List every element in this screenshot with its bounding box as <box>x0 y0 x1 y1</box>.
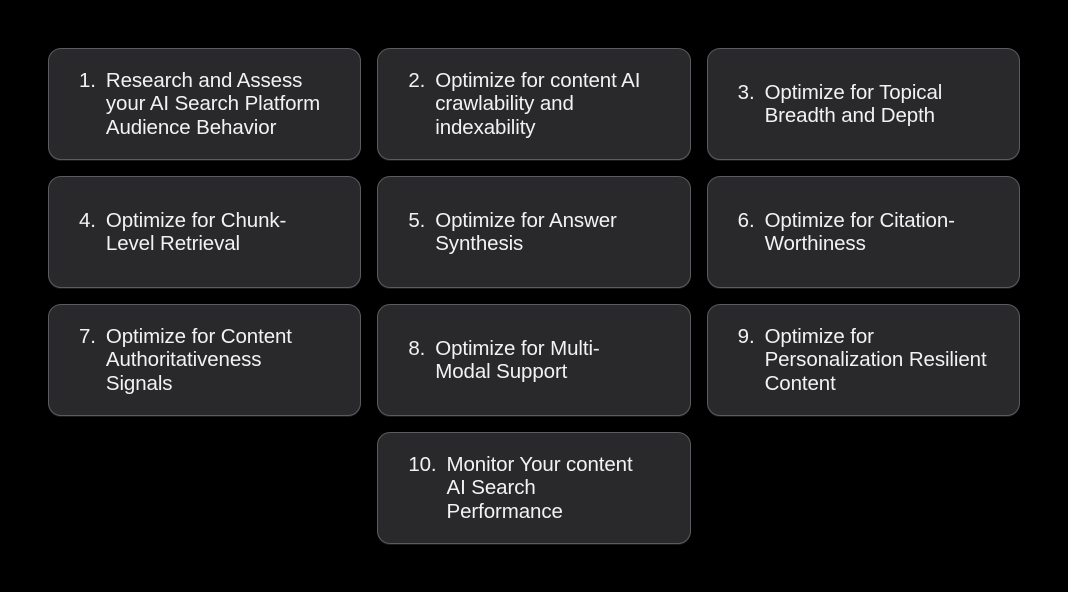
step-card-8: 8. Optimize for Multi- Modal Support <box>377 304 691 416</box>
step-label: Optimize for Answer Synthesis <box>435 208 617 256</box>
step-item: 5. Optimize for Answer Synthesis <box>408 208 617 256</box>
step-number: 3. <box>737 80 755 104</box>
step-label: Research and Assess your AI Search Platf… <box>105 68 321 139</box>
step-label: Optimize for content AI crawlability and… <box>435 68 641 139</box>
step-number: 1. <box>79 68 96 92</box>
step-card-4: 4. Optimize for Chunk- Level Retrieval <box>48 176 362 288</box>
step-item: 4. Optimize for Chunk- Level Retrieval <box>79 209 286 256</box>
step-card-5: 5. Optimize for Answer Synthesis <box>377 176 691 288</box>
step-number: 9. <box>737 324 755 348</box>
step-item: 3. Optimize for Topical Breadth and Dept… <box>738 81 943 128</box>
step-label: Optimize for Content Authoritativeness S… <box>105 324 292 395</box>
step-number: 6. <box>737 208 755 232</box>
step-number: 2. <box>408 68 426 92</box>
step-item: 10. Monitor Your content AI Search Perfo… <box>408 453 632 524</box>
step-item: 7. Optimize for Content Authoritativenes… <box>79 325 292 396</box>
step-number: 4. <box>79 208 96 232</box>
step-item: 2. Optimize for content AI crawlability … <box>408 69 640 140</box>
step-label: Optimize for Multi- Modal Support <box>435 336 600 384</box>
step-card-1: 1. Research and Assess your AI Search Pl… <box>48 48 362 160</box>
step-card-6: 6. Optimize for Citation- Worthiness <box>706 176 1020 288</box>
step-item: 8. Optimize for Multi- Modal Support <box>408 337 599 384</box>
step-card-9: 9. Optimize for Personalization Resilien… <box>706 304 1020 416</box>
step-number: 8. <box>408 336 426 360</box>
step-number: 7. <box>79 324 96 348</box>
step-card-10: 10. Monitor Your content AI Search Perfo… <box>377 432 691 544</box>
step-label: Optimize for Chunk- Level Retrieval <box>105 208 287 256</box>
step-number: 5. <box>408 208 426 232</box>
step-item: 6. Optimize for Citation- Worthiness <box>738 209 955 256</box>
step-label: Optimize for Personalization Resilient C… <box>764 324 987 395</box>
step-card-2: 2. Optimize for content AI crawlability … <box>377 48 691 160</box>
step-card-3: 3. Optimize for Topical Breadth and Dept… <box>706 48 1020 160</box>
step-item: 1. Research and Assess your AI Search Pl… <box>79 69 320 140</box>
step-label: Optimize for Citation- Worthiness <box>764 208 955 256</box>
step-label: Monitor Your content AI Search Performan… <box>446 452 633 523</box>
step-number: 10. <box>408 452 437 476</box>
step-label: Optimize for Topical Breadth and Depth <box>764 80 943 128</box>
step-card-7: 7. Optimize for Content Authoritativenes… <box>48 304 362 416</box>
step-item: 9. Optimize for Personalization Resilien… <box>738 325 987 396</box>
